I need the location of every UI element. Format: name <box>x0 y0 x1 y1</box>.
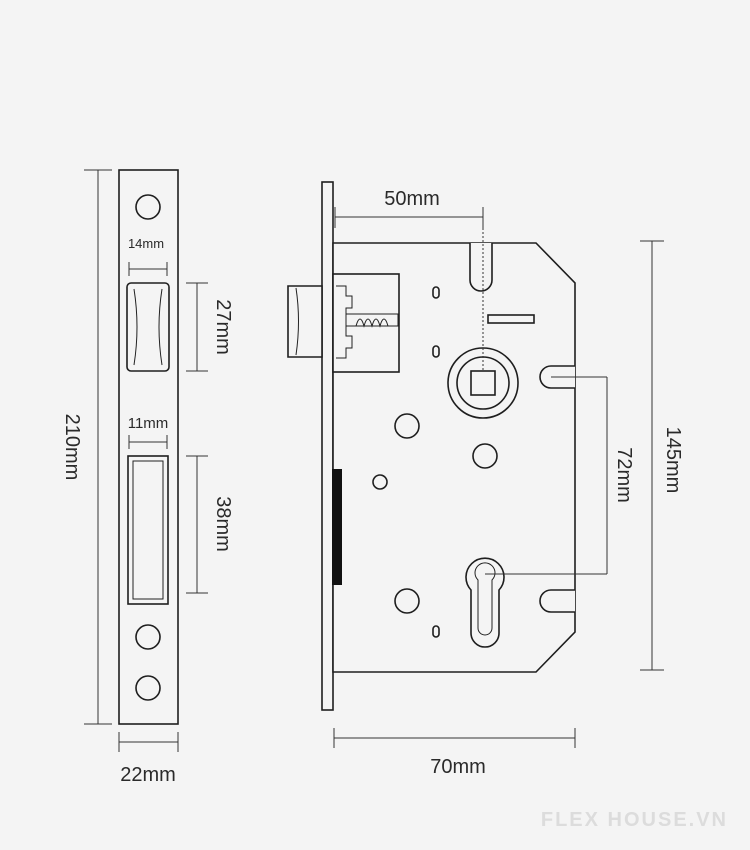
latch-curve-left <box>133 288 138 366</box>
round-hole-1 <box>394 413 420 439</box>
round-hole-2 <box>472 443 498 469</box>
case-height-label: 145mm <box>662 427 684 494</box>
faceplate-screw-hole-top <box>135 194 161 220</box>
latch-bolt <box>287 285 323 358</box>
slot-hole-1 <box>432 286 440 299</box>
dim-faceplate-height: 210mm <box>61 169 112 725</box>
cylinder-keyhole-inner <box>474 562 496 636</box>
slot-hole-3 <box>432 625 440 638</box>
round-hole-small <box>372 474 388 490</box>
bolt-height-label: 38mm <box>212 496 234 552</box>
dim-latch-height: 27mm <box>186 282 234 372</box>
faceplate-screw-hole-lower <box>135 624 161 650</box>
round-hole-3 <box>394 588 420 614</box>
latch-bolt-curve <box>295 287 299 356</box>
front-plate <box>321 181 334 711</box>
faceplate-height-label: 210mm <box>61 414 83 481</box>
slot-hole-2 <box>432 345 440 358</box>
faceplate-screw-hole-bottom <box>135 675 161 701</box>
dim-faceplate-width: 22mm <box>118 732 179 786</box>
top-mount-slot <box>469 243 493 292</box>
dim-backset: 50mm <box>334 188 484 371</box>
latch-housing <box>332 273 400 373</box>
spindle-square <box>470 370 496 396</box>
dim-bolt-height: 38mm <box>186 455 234 594</box>
faceplate <box>118 169 179 725</box>
faceplate-latch-window <box>126 282 170 372</box>
latch-curve-right <box>158 288 163 366</box>
center-distance-label: 72mm <box>613 447 635 503</box>
right-mount-slot-bottom <box>539 589 575 613</box>
bolt-width-label: 11mm <box>128 415 169 432</box>
latch-height-label: 27mm <box>212 299 234 355</box>
faceplate-bolt-inner <box>132 460 164 600</box>
faceplate-bolt-window <box>127 455 169 605</box>
deadbolt-strip <box>332 469 342 585</box>
latch-width-label: 14mm <box>128 236 164 251</box>
case-width-label: 70mm <box>430 756 486 778</box>
dim-case-width: 70mm <box>333 728 576 778</box>
latch-spring <box>355 318 389 328</box>
dim-bolt-width: 11mm <box>128 415 169 449</box>
lever-bar <box>487 314 535 324</box>
dim-case-height: 145mm <box>640 240 684 671</box>
faceplate-width-label: 22mm <box>120 764 176 786</box>
dim-center-distance: 72mm <box>485 376 635 575</box>
cylinder-keyhole <box>465 557 505 648</box>
lock-case <box>287 181 576 711</box>
watermark: FLEX HOUSE.VN <box>541 809 728 831</box>
backset-label: 50mm <box>384 188 440 210</box>
dim-latch-width: 14mm <box>128 236 168 276</box>
